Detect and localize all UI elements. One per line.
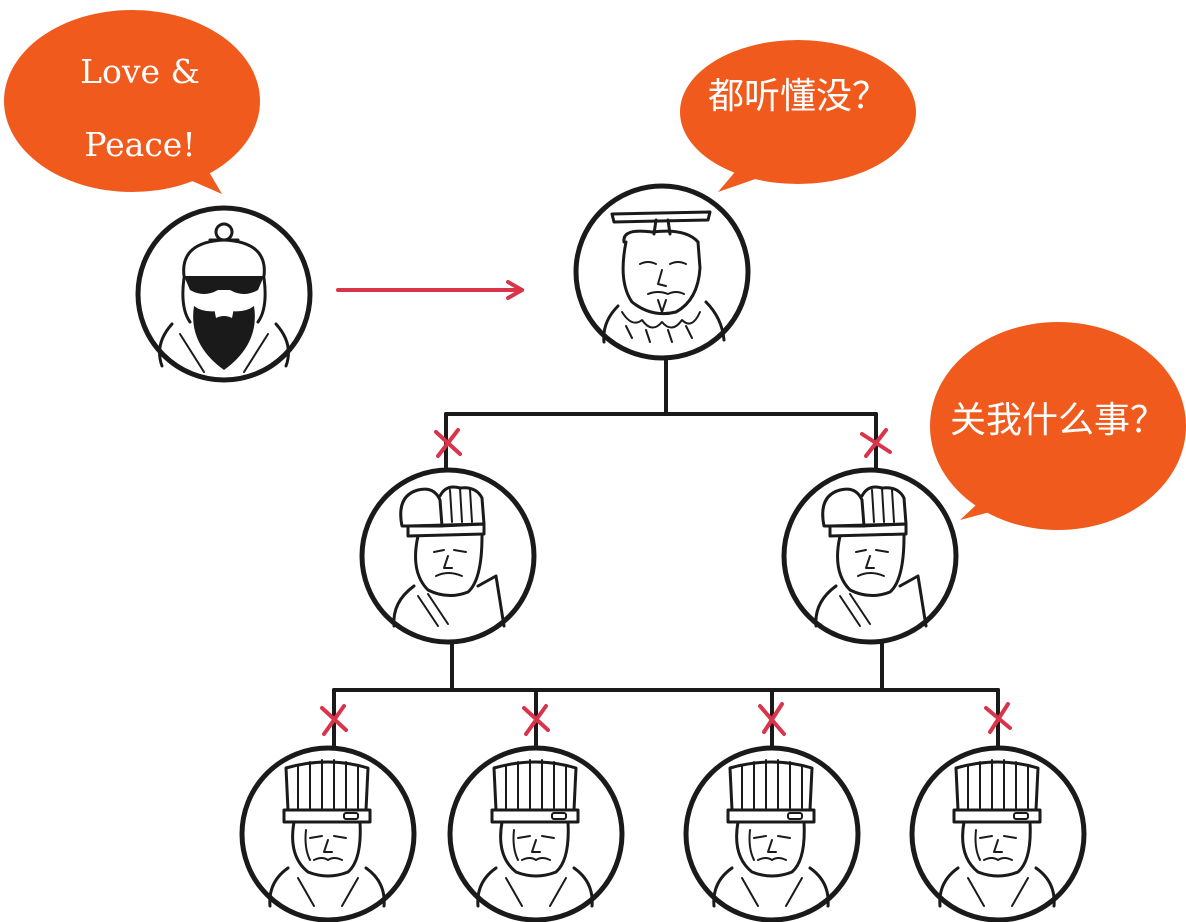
node-outsider — [135, 205, 313, 383]
bubble-shape — [680, 40, 916, 184]
node-official-1 — [239, 745, 417, 922]
arrow-head-icon — [506, 280, 524, 300]
influence-arrow — [336, 280, 524, 300]
cross-mark-icon — [434, 428, 462, 458]
bubble-shape — [930, 322, 1186, 530]
bubble-text: 关我什么事？ — [950, 400, 1166, 441]
node-official-3 — [683, 745, 861, 922]
cross-mark-icon — [758, 702, 786, 736]
bubble-text-line2: Peace! — [84, 125, 195, 164]
bubble-tail — [176, 160, 222, 194]
bubble-tail — [718, 166, 770, 192]
node-emperor — [573, 183, 751, 361]
node-official-4 — [909, 745, 1087, 922]
bubble-tail — [960, 492, 1020, 520]
bubble-text: 都听懂没？ — [708, 76, 888, 117]
bubble-shape — [4, 10, 260, 192]
speech-bubble-emperor: 都听懂没？ — [680, 40, 916, 192]
node-official-2 — [447, 745, 625, 922]
speech-bubble-minister-right: 关我什么事？ — [930, 322, 1186, 530]
cross-mark-icon — [522, 704, 550, 736]
node-minister-2 — [781, 467, 959, 645]
cross-mark-icon — [984, 702, 1012, 734]
bubble-text-line1: Love & — [80, 52, 200, 91]
cross-mark-icon — [320, 704, 348, 736]
node-minister-1 — [359, 467, 537, 645]
cross-mark-icon — [860, 428, 892, 458]
speech-bubble-outsider: Love & Peace! — [4, 10, 260, 194]
cut-marks — [320, 428, 1012, 736]
